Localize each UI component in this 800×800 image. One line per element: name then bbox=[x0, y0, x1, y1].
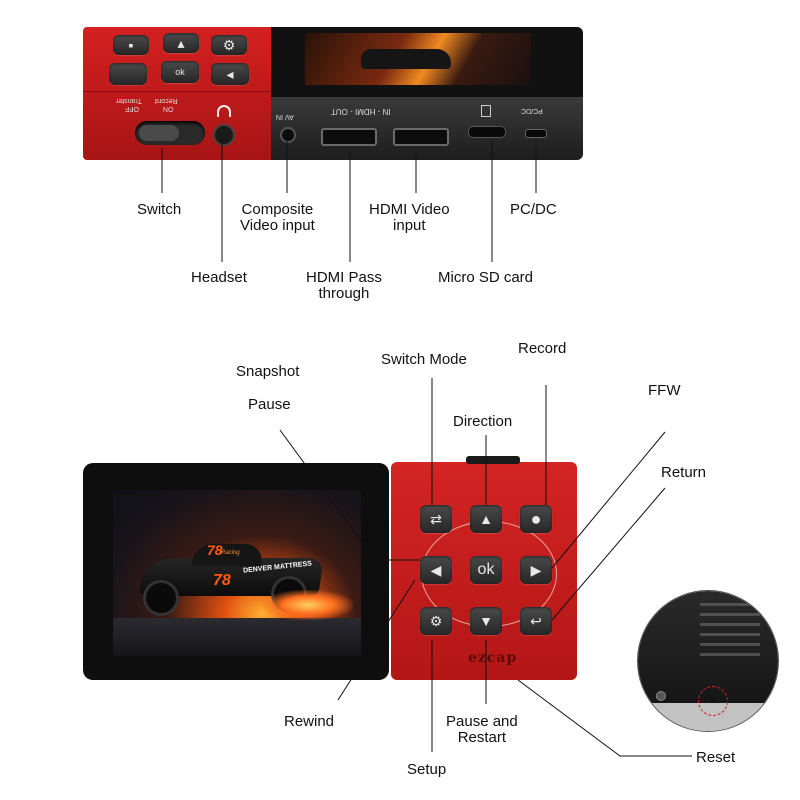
car-number-side: 78 bbox=[213, 572, 231, 589]
label-return: Return bbox=[661, 464, 707, 481]
label-micro-sd: Micro SD card bbox=[438, 269, 534, 286]
label-switch-mode: Switch Mode bbox=[381, 351, 467, 368]
brand-logo: ezcap bbox=[468, 650, 518, 666]
label-record: Record bbox=[518, 340, 567, 357]
label-snapshot: Snapshot bbox=[236, 363, 300, 380]
switch-mode-button[interactable]: ⇄ bbox=[420, 505, 452, 533]
headset-jack bbox=[213, 124, 235, 146]
label-pause-restart-line1: Pause and bbox=[446, 713, 518, 730]
top-bump bbox=[466, 456, 520, 464]
label-reset: Reset bbox=[696, 749, 736, 766]
marking-transfer: Transfer bbox=[116, 97, 142, 104]
label-hdmi-pass-line2: through bbox=[318, 285, 370, 302]
top-key-1: ▪ bbox=[113, 35, 149, 55]
direction-down-button[interactable]: ▼ bbox=[470, 607, 502, 635]
top-screen-frame bbox=[271, 27, 583, 97]
headset-icon bbox=[217, 105, 231, 117]
label-hdmi-video-line2: input bbox=[393, 217, 426, 234]
car-racing: Racing bbox=[221, 550, 240, 556]
top-key-5: ok bbox=[161, 61, 199, 83]
sparks bbox=[263, 590, 353, 620]
label-rewind: Rewind bbox=[284, 713, 335, 730]
label-hdmi-pass: HDMI Pass through bbox=[306, 270, 382, 302]
ok-button[interactable]: ok bbox=[470, 556, 502, 584]
label-composite: Composite Video input bbox=[240, 202, 315, 234]
label-switch: Switch bbox=[137, 201, 182, 218]
return-button[interactable]: ↩ bbox=[520, 607, 552, 635]
reset-pinhole[interactable] bbox=[698, 686, 728, 716]
top-device: ▪ ▴ ⚙ ok ◂ Transfer OFF Record ON AV IN … bbox=[83, 27, 583, 162]
top-key-4 bbox=[109, 63, 147, 85]
ffw-button[interactable]: ▶ bbox=[520, 556, 552, 584]
label-hdmi-video-line1: HDMI Video bbox=[369, 201, 450, 218]
top-key-3: ⚙ bbox=[211, 35, 247, 55]
sd-card-icon bbox=[481, 105, 491, 117]
rewind-button[interactable]: ◀ bbox=[420, 556, 452, 584]
label-pause-restart: Pause and Restart bbox=[446, 714, 518, 746]
marking-pcdc: PC/DC bbox=[521, 107, 543, 114]
track bbox=[113, 618, 361, 656]
av-in-port bbox=[280, 127, 296, 143]
label-ffw: FFW bbox=[648, 382, 681, 399]
marking-av-in: AV IN bbox=[276, 113, 294, 120]
hdmi-in-port bbox=[393, 128, 449, 146]
label-direction: Direction bbox=[453, 413, 513, 430]
label-hdmi-video: HDMI Video input bbox=[369, 202, 450, 234]
pcdc-port bbox=[525, 129, 547, 138]
label-pause: Pause bbox=[248, 396, 291, 413]
micro-sd-slot bbox=[468, 126, 506, 138]
reset-side-dot bbox=[656, 691, 666, 701]
marking-on: ON bbox=[163, 105, 174, 112]
label-pause-restart-line2: Restart bbox=[457, 729, 507, 746]
marking-off: OFF bbox=[125, 105, 139, 112]
label-headset: Headset bbox=[191, 269, 247, 286]
slide-switch bbox=[135, 121, 205, 145]
setup-button[interactable]: ⚙ bbox=[420, 607, 452, 635]
screen-display: 78 78 DENVER MATTRESS Racing bbox=[113, 490, 361, 656]
marking-hdmi: IN - HDMI - OUT bbox=[331, 107, 391, 116]
hdmi-out-port bbox=[321, 128, 377, 146]
top-key-2: ▴ bbox=[163, 33, 199, 53]
label-pcdc: PC/DC bbox=[510, 201, 557, 218]
marking-record: Record bbox=[155, 97, 178, 104]
top-key-6: ◂ bbox=[211, 63, 249, 85]
label-hdmi-pass-line1: HDMI Pass bbox=[306, 269, 382, 286]
label-composite-line2: Video input bbox=[240, 217, 315, 234]
car-number: 78 bbox=[207, 542, 223, 558]
record-button[interactable]: ● bbox=[520, 505, 552, 533]
reset-inset bbox=[637, 590, 779, 732]
label-setup: Setup bbox=[407, 761, 447, 778]
direction-up-button[interactable]: ▲ bbox=[470, 505, 502, 533]
top-red-divider bbox=[83, 91, 276, 92]
label-composite-line1: Composite bbox=[241, 201, 314, 218]
